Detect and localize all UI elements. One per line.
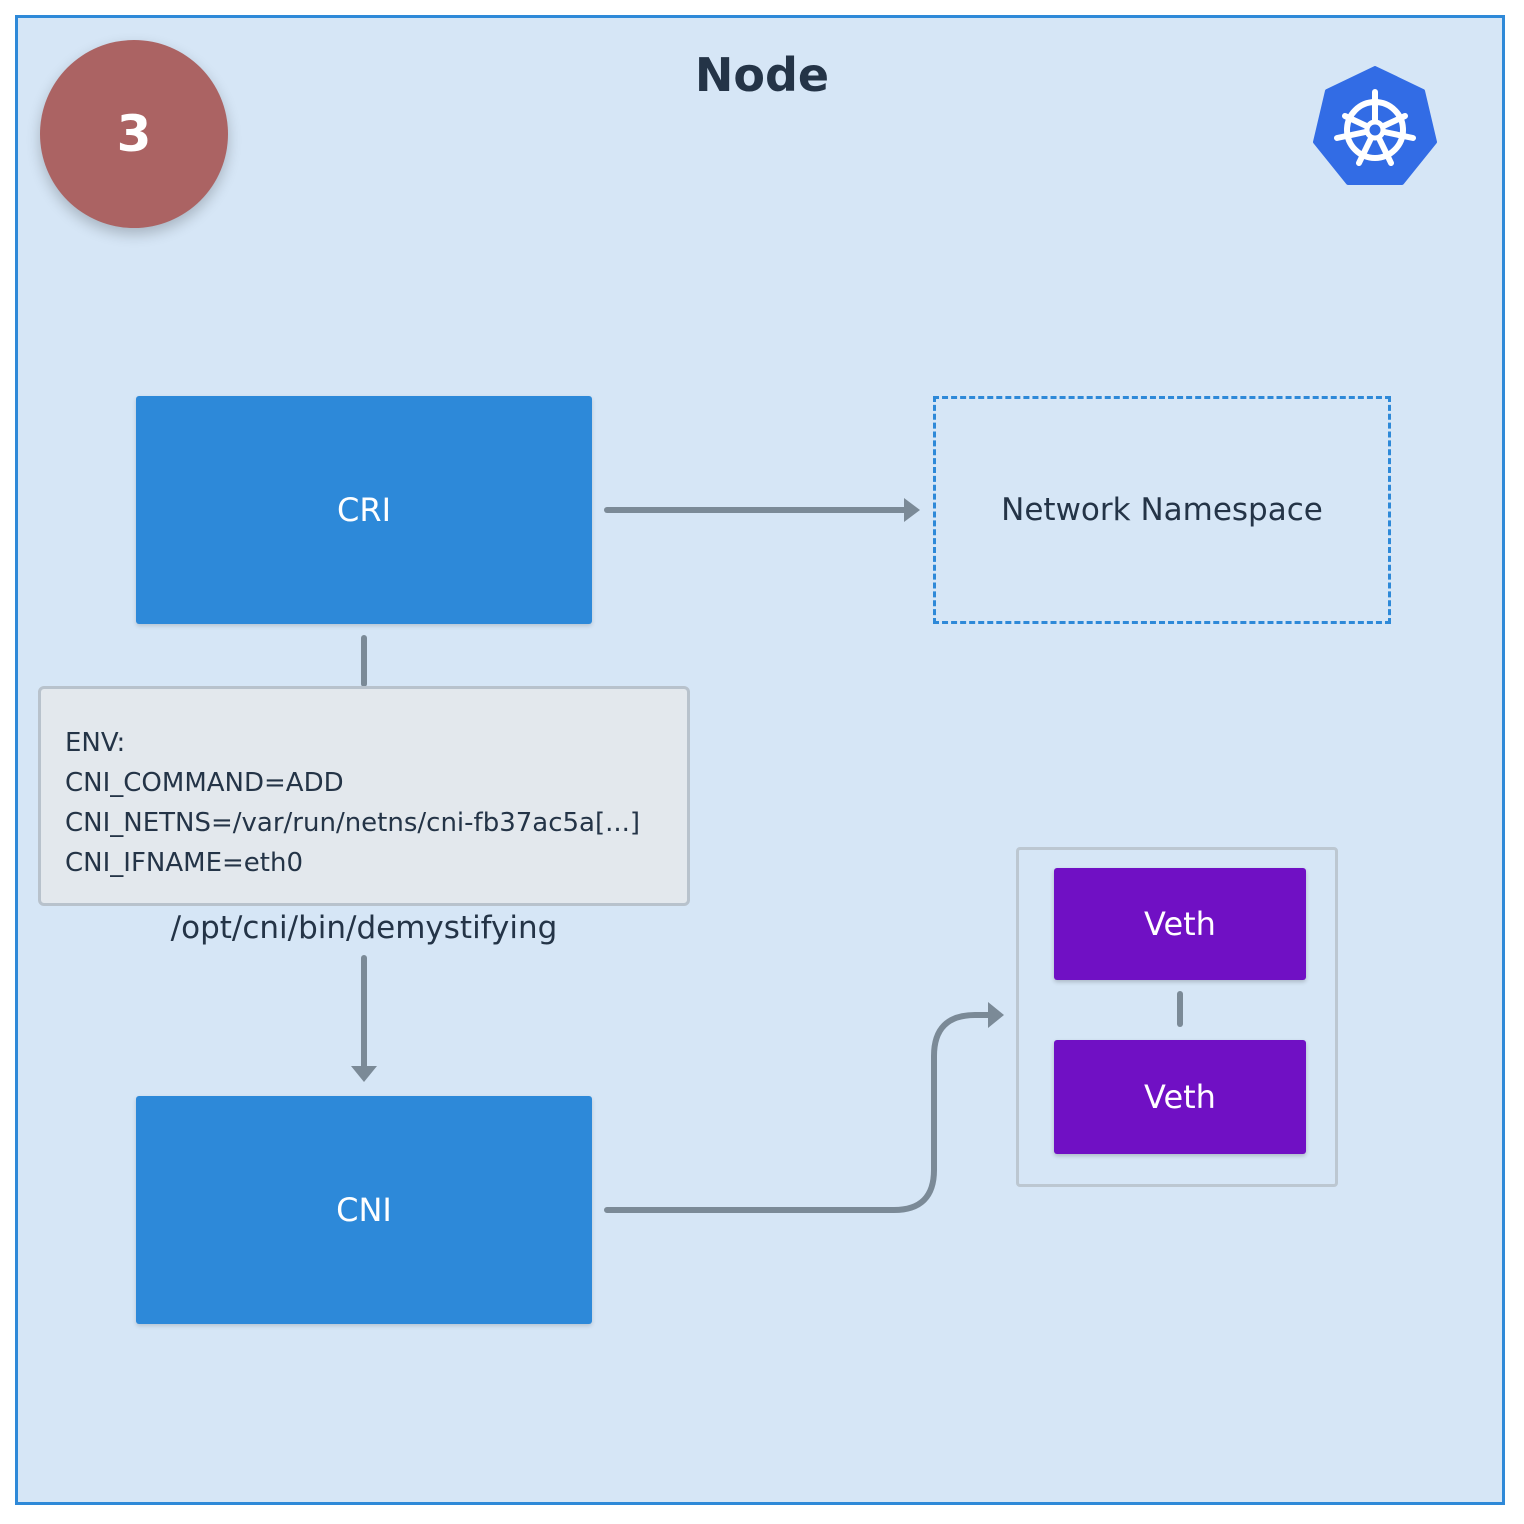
network-namespace-box: Network Namespace [933, 396, 1391, 624]
veth-top-box: Veth [1054, 868, 1306, 980]
env-cni-netns: CNI_NETNS=/var/run/netns/cni-fb37ac5a[..… [65, 808, 641, 838]
veth-bottom-label: Veth [1144, 1078, 1216, 1116]
env-header: ENV: [65, 728, 126, 758]
step-number: 3 [116, 105, 152, 163]
env-cni-ifname: CNI_IFNAME=eth0 [65, 848, 303, 878]
veth-bottom-box: Veth [1054, 1040, 1306, 1154]
step-badge: 3 [40, 40, 228, 228]
cni-label: CNI [336, 1191, 392, 1229]
veth-top-label: Veth [1144, 905, 1216, 943]
env-variables-box: ENV: CNI_COMMAND=ADD CNI_NETNS=/var/run/… [38, 686, 690, 906]
kubernetes-helm-icon [1313, 66, 1437, 185]
veth-pair-group [1016, 847, 1338, 1187]
network-namespace-label: Network Namespace [1001, 492, 1323, 528]
plugin-path-label: /opt/cni/bin/demystifying [170, 910, 558, 946]
cni-box: CNI [136, 1096, 592, 1324]
env-cni-command: CNI_COMMAND=ADD [65, 768, 344, 798]
cri-box: CRI [136, 396, 592, 624]
node-title: Node [694, 48, 830, 102]
cri-label: CRI [336, 491, 391, 529]
